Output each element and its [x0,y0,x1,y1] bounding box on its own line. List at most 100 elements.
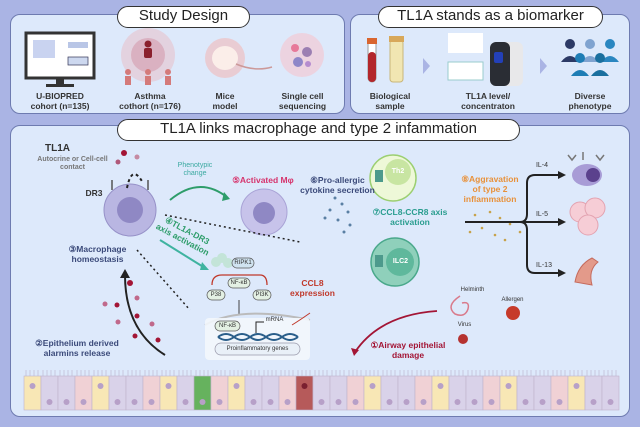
study-design-title: Study Design [117,6,250,28]
cell-nucleus [199,399,206,405]
cell-nucleus [505,383,512,389]
cilia [365,370,379,376]
cilia [518,370,532,376]
cilia [280,370,294,376]
cell-nucleus [590,399,597,405]
inflammation-dots [468,210,522,242]
cilia [42,370,56,376]
cilia [399,370,413,376]
cell-nucleus [437,383,444,389]
epithelial-cell [23,375,42,411]
cell-nucleus [63,399,70,405]
cell-nucleus [216,399,223,405]
epithelial-cell [567,375,586,411]
epithelial-cell [363,375,382,411]
macrophage-cell [103,173,157,237]
mechanism-title: TL1A links macrophage and type 2 infamma… [117,119,520,141]
cilia [127,370,141,376]
sample-tubes-icon [367,36,404,83]
epithelial-cell [91,375,110,411]
il5-label: IL-5 [535,211,549,218]
study-item-2: Asthma cothort (n=176) [119,91,181,111]
il-branch-arrows [465,174,560,274]
pi3k-label: PI3K [255,292,269,298]
cilia [603,370,617,376]
cilia [25,370,39,376]
nfkb-nuclear-label: NF-κB [219,323,236,329]
alarmin-dots [102,280,161,343]
cell-nucleus [352,399,359,405]
cell-nucleus [148,399,155,405]
cell-nucleus [301,383,308,389]
cell-nucleus [522,399,529,405]
cilia [161,370,175,376]
cell-nucleus [46,399,53,405]
cilia [178,370,192,376]
cilia [263,370,277,376]
cilia [552,370,566,376]
cilia [416,370,430,376]
cell-nucleus [573,383,580,389]
cilia [229,370,243,376]
allergen-icon [506,306,520,320]
th2-cell [369,154,417,202]
cell-nucleus [114,399,121,405]
activated-macrophage-label: ⑤Activated Mφ [232,175,294,185]
cell-nucleus [607,399,614,405]
cilia [348,370,362,376]
cell-nucleus [267,399,274,405]
helminth-icon [450,295,470,316]
cilia [569,370,583,376]
helminth-label: Helminth [460,287,485,293]
p38-label: P38 [210,292,222,298]
cell-nucleus [284,399,291,405]
cilia [76,370,90,376]
cilia [501,370,515,376]
biomarker-item-3: Diverse phenotype [568,91,612,111]
cells-icon [280,33,324,77]
cell-nucleus [488,399,495,405]
dr3-label: DR3 [85,188,103,198]
airway-icon [574,257,599,286]
study-item-1: U-BIOPRED cohort (n=135) [30,91,90,111]
cell-nucleus [556,399,563,405]
airway-epithelium [23,370,620,411]
th2-label: Th2 [391,168,405,175]
ripk1-label: RIPK1 [234,260,252,266]
phenotypic-change-arrow [169,186,229,201]
cilia [331,370,345,376]
basophil-icon [567,152,605,186]
allergen-label: Allergen [501,297,524,303]
activated-macrophage-cell [240,188,288,236]
epithelial-cell [295,375,314,411]
cilia [110,370,124,376]
chevron-arrow-icon [423,58,430,74]
cell-nucleus [97,383,104,389]
cell-nucleus [131,399,138,405]
cytokine-dots [323,196,352,234]
virus-icon [458,334,468,344]
cilia [586,370,600,376]
study-item-4: Single cell sequencing [278,91,327,111]
tl1a-label: TL1A [45,143,70,154]
il4-label: IL-4 [535,162,549,169]
cell-nucleus [318,399,325,405]
il13-label: IL-13 [536,262,552,269]
signaling-cascade [204,253,311,360]
cell-nucleus [335,399,342,405]
alarmins-arrow [124,274,166,356]
cell-nucleus [471,399,478,405]
biomarker-item-2: TL1A level/ concentraton [461,91,515,111]
cell-nucleus [420,399,427,405]
epithelial-cell [499,375,518,411]
people-group-icon [561,39,619,76]
damage-arrow [354,310,438,353]
